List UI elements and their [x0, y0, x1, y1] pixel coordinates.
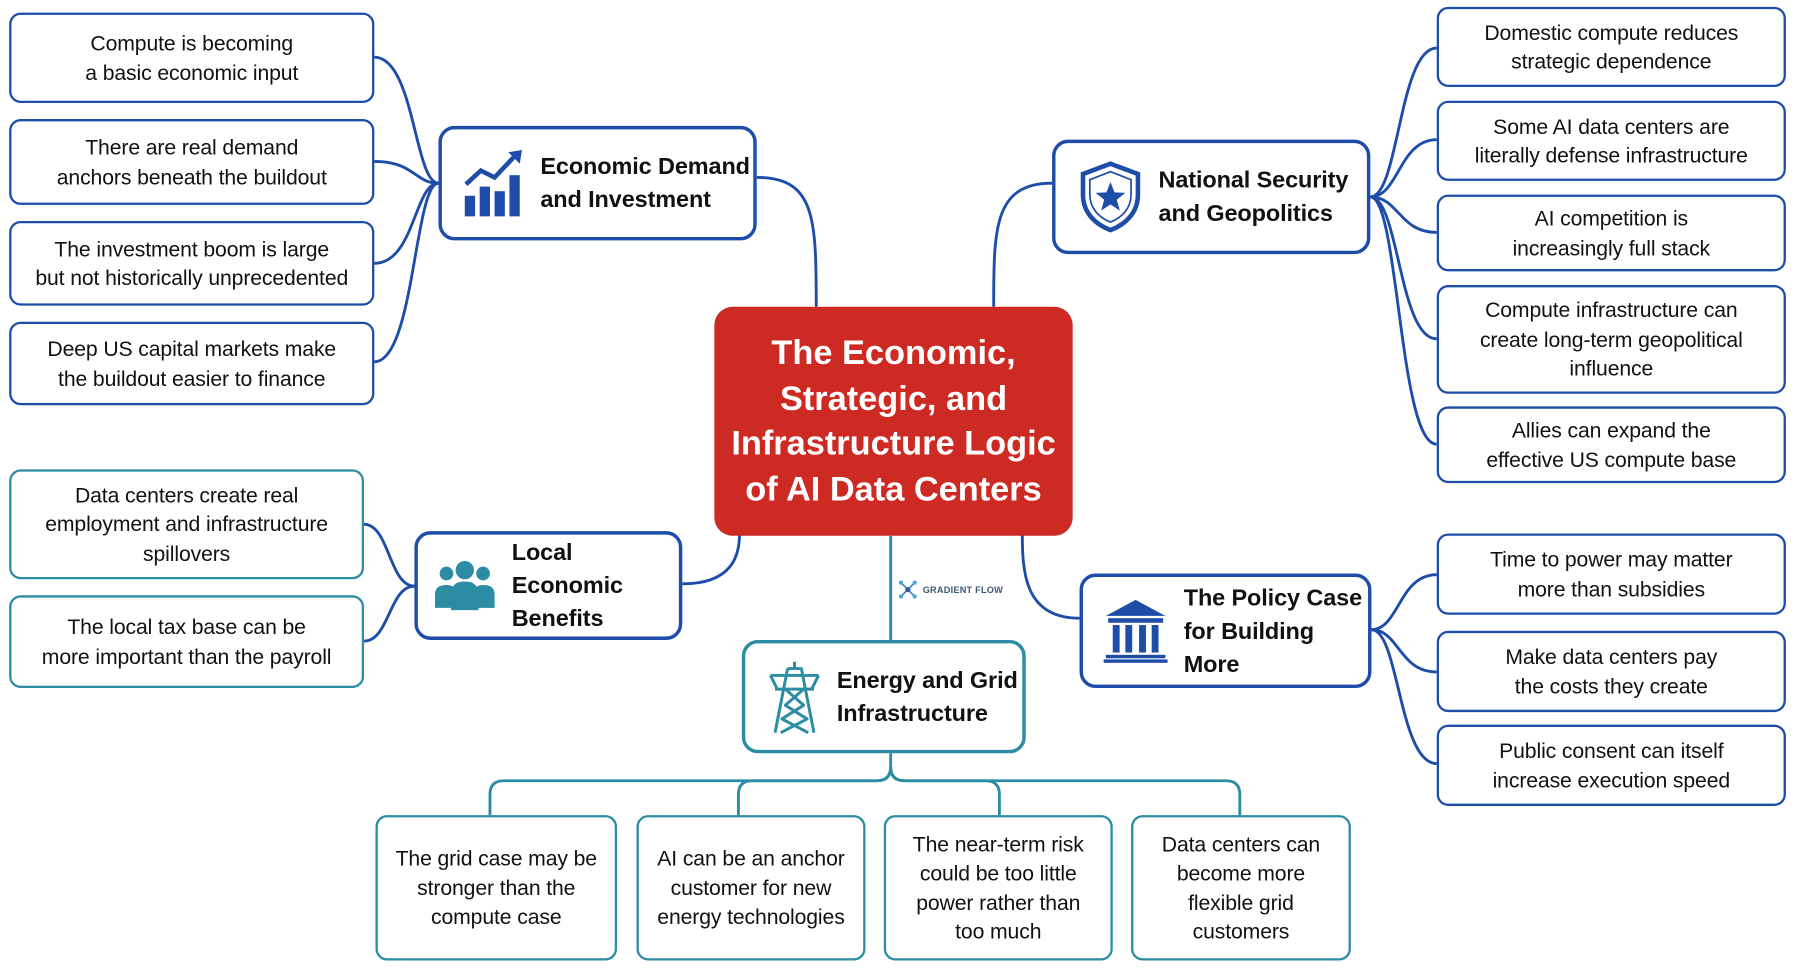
leaf-economic-1: Compute is becoming a basic economic inp… — [9, 12, 375, 104]
leaf-security-4: Compute infrastructure can create long-t… — [1436, 285, 1786, 394]
network-nodes-icon — [898, 580, 917, 599]
leaf-security-5: Allies can expand the effective US compu… — [1436, 406, 1786, 484]
branch-energy-label: Energy and Grid Infrastructure — [836, 666, 1018, 727]
transmission-tower-icon — [768, 659, 821, 735]
leaf-energy-2: AI can be an anchor customer for new ene… — [636, 815, 866, 961]
connector-security-center — [992, 181, 1053, 307]
connector-energy-leaf — [736, 766, 893, 816]
connector-local-center — [682, 533, 741, 586]
leaf-policy-3: Public consent can itself increase execu… — [1436, 724, 1786, 806]
people-group-icon — [434, 559, 496, 612]
connector-policy-leaf — [1371, 628, 1437, 674]
connector-energy-leaf — [488, 766, 893, 816]
government-building-icon — [1103, 598, 1168, 664]
leaf-economic-4: Deep US capital markets make the buildou… — [9, 321, 375, 406]
leaf-economic-3: The investment boom is large but not his… — [9, 220, 375, 306]
branch-policy-case: The Policy Case for Building More — [1079, 573, 1372, 689]
central-topic-title: The Economic, Strategic, and Infrastruct… — [731, 334, 1056, 508]
connector-economic-leaf — [374, 159, 439, 185]
leaf-energy-3: The near-term risk could be too little p… — [883, 815, 1113, 961]
branch-economic-label: Economic Demand and Investment — [540, 153, 750, 213]
leaf-local-1: Data centers create real employment and … — [9, 469, 365, 580]
connector-security-leaf — [1370, 195, 1437, 234]
branch-national-security: National Security and Geopolitics — [1052, 139, 1371, 255]
branch-security-label: National Security and Geopolitics — [1158, 167, 1349, 227]
connector-economic-leaf — [374, 181, 439, 265]
leaf-local-2: The local tax base can be more important… — [9, 595, 365, 689]
leaf-security-1: Domestic compute reduces strategic depen… — [1436, 6, 1786, 88]
branch-energy-grid: Energy and Grid Infrastructure — [741, 639, 1026, 754]
leaf-energy-1: The grid case may be stronger than the c… — [375, 815, 618, 961]
connector-local-leaf — [363, 584, 415, 643]
connector-security-leaf — [1369, 46, 1437, 199]
leaf-energy-4: Data centers can become more flexible gr… — [1131, 815, 1351, 961]
connector-policy-leaf — [1371, 573, 1437, 632]
leaf-security-2: Some AI data centers are literally defen… — [1436, 100, 1786, 181]
connector-energy-leaf — [889, 766, 1001, 816]
connector-economic-center — [756, 176, 818, 307]
connector-local-leaf — [363, 522, 415, 588]
leaf-policy-1: Time to power may matter more than subsi… — [1436, 533, 1786, 615]
brand-label: GRADIENT FLOW — [922, 584, 1004, 595]
connector-economic-leaf — [374, 181, 440, 364]
connector-security-leaf — [1369, 195, 1437, 341]
star-shield-icon — [1078, 160, 1142, 233]
leaf-security-3: AI competition is increasingly full stac… — [1436, 194, 1786, 272]
connector-security-leaf — [1370, 138, 1437, 199]
branch-economic-demand: Economic Demand and Investment — [438, 125, 757, 241]
branch-policy-label: The Policy Case for Building More — [1183, 584, 1363, 678]
connector-economic-leaf — [374, 55, 439, 185]
leaf-policy-2: Make data centers pay the costs they cre… — [1436, 630, 1786, 713]
connector-energy-leaf — [889, 766, 1242, 816]
leaf-economic-2: There are real demand anchors beneath th… — [9, 119, 375, 205]
brand-mark: GRADIENT FLOW — [898, 579, 1004, 600]
connector-policy-leaf — [1371, 628, 1437, 766]
connector-policy-center — [1020, 533, 1080, 620]
rising-bar-chart-icon — [462, 148, 524, 219]
branch-local-label: Local Economic Benefits — [511, 539, 623, 632]
connector-security-leaf — [1369, 195, 1438, 446]
central-topic: The Economic, Strategic, and Infrastruct… — [714, 306, 1073, 536]
branch-local-economic: Local Economic Benefits — [414, 531, 683, 640]
